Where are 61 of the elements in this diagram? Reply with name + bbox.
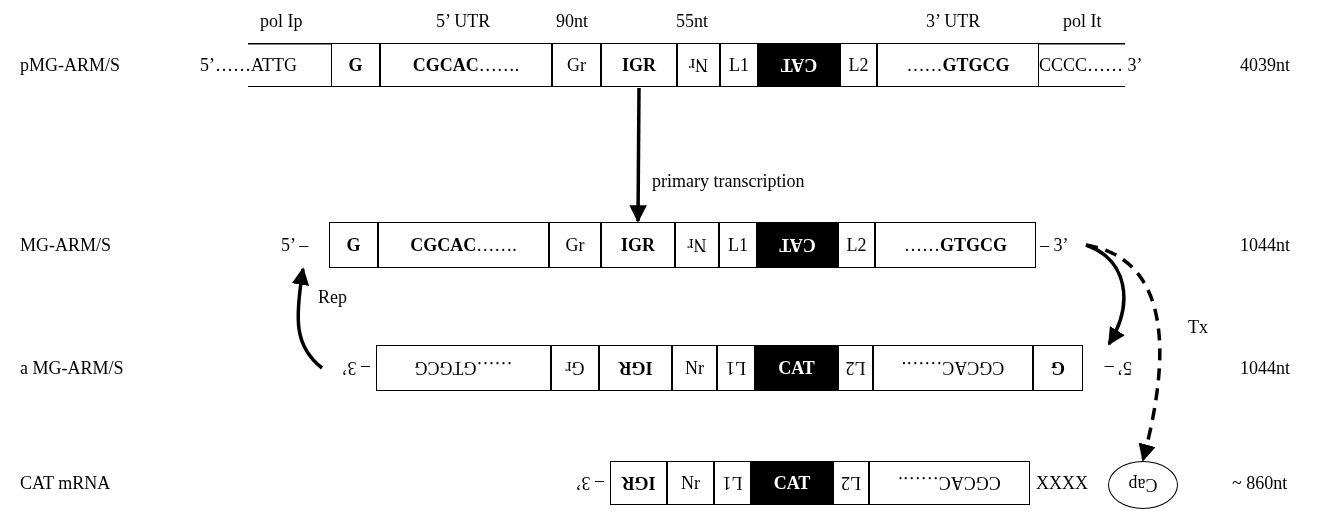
sequence-segment-box: L2 <box>840 43 877 87</box>
edge-label: primary transcription <box>652 172 805 190</box>
strand-end-text: 5’ – <box>281 222 325 268</box>
sequence-segment-box: Nr <box>667 461 714 505</box>
sequence-segment-box: CGCAC……. <box>378 222 549 268</box>
construct-name: pMG-ARM/S <box>20 56 121 74</box>
sequence-segment-box: CGCAC……. <box>873 345 1033 391</box>
region-label: 5’ UTR <box>436 12 491 30</box>
gene-segment-box: CAT <box>758 43 840 87</box>
sequence-segment-box: G <box>329 222 378 268</box>
construct-name: MG-ARM/S <box>20 236 112 254</box>
length-label: ~ 860nt <box>1232 474 1288 492</box>
sequence-segment-box: Gr <box>549 222 601 268</box>
gene-segment-box: CAT <box>755 345 838 391</box>
sequence-segment-box: CGCAC……. <box>869 461 1030 505</box>
length-label: 1044nt <box>1240 236 1290 254</box>
sequence-segment-box: IGR <box>601 222 675 268</box>
sequence-segment-box: L2 <box>838 345 873 391</box>
sequence-segment-box: L2 <box>838 222 875 268</box>
sequence-segment-box: L1 <box>720 43 758 87</box>
sequence-segment-box: G <box>1033 345 1083 391</box>
sequence-segment-box: L1 <box>717 345 755 391</box>
sequence-segment-box: CGCAC……. <box>380 43 552 87</box>
sequence-segment-box: IGR <box>601 43 677 87</box>
sequence-segment-box: Nr <box>675 222 719 268</box>
sequence-segment-box: G <box>331 43 380 87</box>
region-label: 90nt <box>556 12 588 30</box>
strand-end-text: 5’……ATTG <box>200 43 331 87</box>
sequence-segment-box: ……GTGCG <box>376 345 551 391</box>
region-label: pol It <box>1063 12 1102 30</box>
curved-arrow <box>291 267 324 370</box>
sequence-segment-box: ……GTGCG <box>877 43 1039 87</box>
region-label: pol Ip <box>260 12 303 30</box>
strand-end-text: – 3’ <box>1040 222 1086 268</box>
sequence-text: XXXX <box>1036 474 1088 492</box>
sequence-segment-box: IGR <box>610 461 667 505</box>
sequence-segment-box: Nr <box>672 345 717 391</box>
sequence-segment-box: Gr <box>552 43 601 87</box>
curved-arrow <box>1085 243 1126 346</box>
sequence-segment-box: L2 <box>833 461 869 505</box>
construct-name: CAT mRNA <box>20 474 111 492</box>
dashed-arrow <box>1085 243 1162 462</box>
gene-segment-box: CAT <box>751 461 833 505</box>
sequence-segment-box: Nr <box>677 43 720 87</box>
strand-end-text: – 3’ <box>322 345 370 391</box>
edge-label: Rep <box>318 288 347 306</box>
length-label: 4039nt <box>1240 56 1290 74</box>
length-label: 1044nt <box>1240 359 1290 377</box>
gene-segment-box: CAT <box>757 222 838 268</box>
sequence-segment-box: Gr <box>551 345 599 391</box>
strand-end-text: – 3’ <box>556 461 604 505</box>
sequence-segment-box: IGR <box>599 345 672 391</box>
sequence-segment-box: L1 <box>719 222 757 268</box>
curved-arrow <box>629 88 647 223</box>
sequence-segment-box: ……GTGCG <box>875 222 1036 268</box>
strand-end-text: 5’ – <box>1086 345 1132 391</box>
region-label: 3’ UTR <box>926 12 981 30</box>
region-label: 55nt <box>676 12 708 30</box>
edge-label: Tx <box>1188 318 1208 336</box>
construct-name: a MG-ARM/S <box>20 359 124 377</box>
sequence-segment-box: L1 <box>714 461 751 505</box>
